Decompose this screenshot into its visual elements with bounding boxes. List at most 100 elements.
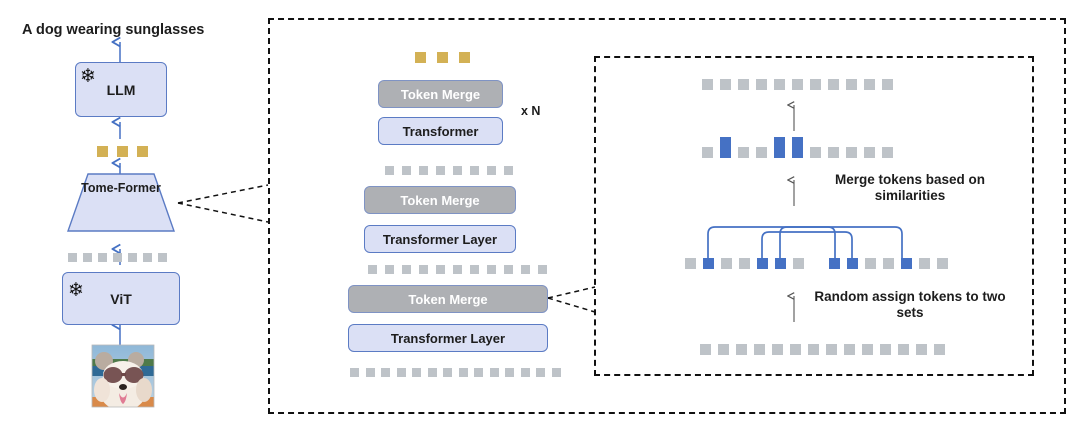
token-selected [901, 258, 912, 269]
note-random-assign: Random assign tokens to two sets [814, 289, 1006, 321]
token-row-middle-8 [385, 166, 513, 175]
token [520, 368, 530, 377]
token [864, 79, 875, 90]
token [810, 147, 821, 158]
token [882, 147, 893, 158]
token [368, 265, 377, 274]
token [846, 79, 857, 90]
token [919, 258, 930, 269]
token [489, 368, 499, 377]
snowflake-icon: ❄ [80, 66, 96, 87]
token [826, 344, 837, 355]
block-transformer-1[interactable]: Transformer Layer [348, 324, 548, 352]
token-merged [720, 137, 731, 158]
token [350, 368, 359, 377]
block-vit[interactable]: ViT [62, 272, 180, 325]
block-label: Transformer Layer [390, 330, 506, 346]
token [828, 79, 839, 90]
token-row-middle-11 [368, 265, 547, 274]
token [808, 344, 819, 355]
token [402, 265, 411, 274]
block-transformer-3[interactable]: Transformer [378, 117, 503, 145]
token [385, 166, 394, 175]
token [702, 147, 713, 158]
token-row-set-b [829, 258, 948, 269]
token [720, 79, 731, 90]
token [864, 147, 875, 158]
snowflake-icon: ❄ [68, 280, 84, 301]
token [402, 166, 411, 175]
token [538, 265, 547, 274]
token [504, 166, 513, 175]
token [756, 79, 767, 90]
block-llm[interactable]: LLM [75, 62, 167, 117]
token [128, 253, 137, 262]
token [427, 368, 437, 377]
token-selected [847, 258, 858, 269]
token-row-middle-top [415, 52, 470, 63]
token [738, 79, 749, 90]
token [98, 253, 107, 262]
token [739, 258, 750, 269]
token [772, 344, 783, 355]
token [487, 265, 496, 274]
block-token-merge-1[interactable]: Token Merge [348, 285, 548, 313]
repeat-count-label: x N [521, 104, 541, 118]
token [810, 79, 821, 90]
token [790, 344, 801, 355]
token [385, 265, 394, 274]
token [436, 166, 445, 175]
token [459, 52, 470, 63]
token [458, 368, 468, 377]
token [158, 253, 167, 262]
token [882, 79, 893, 90]
token [381, 368, 390, 377]
token [419, 265, 428, 274]
token [738, 147, 749, 158]
token [97, 146, 108, 157]
token [117, 146, 128, 157]
note-merge-tokens: Merge tokens based on similarities [834, 172, 986, 204]
token-selected [829, 258, 840, 269]
input-image-dog-sunglasses [91, 344, 155, 408]
token [880, 344, 891, 355]
token [437, 52, 448, 63]
token [396, 368, 406, 377]
token [721, 258, 732, 269]
token [844, 344, 855, 355]
token [453, 166, 462, 175]
token [68, 253, 77, 262]
token [937, 258, 948, 269]
token-merged [774, 137, 785, 158]
detail-panel-outer [268, 18, 1066, 414]
block-transformer-2[interactable]: Transformer Layer [364, 225, 516, 253]
token [862, 344, 873, 355]
token [551, 368, 561, 377]
block-tomeformer[interactable] [67, 173, 175, 232]
detail-panel-inner [594, 56, 1034, 376]
token [793, 258, 804, 269]
token-selected [775, 258, 786, 269]
token [505, 368, 514, 377]
token-row-llm-input [97, 146, 148, 157]
token [736, 344, 747, 355]
token [521, 265, 530, 274]
block-label: Transformer [402, 123, 479, 139]
token-row-merged [702, 136, 893, 158]
output-caption: A dog wearing sunglasses [22, 22, 205, 38]
token [718, 344, 729, 355]
block-label: Token Merge [400, 192, 480, 208]
block-token-merge-3[interactable]: Token Merge [378, 80, 503, 108]
token [774, 79, 785, 90]
token [453, 265, 462, 274]
token [470, 166, 479, 175]
block-label: Token Merge [400, 86, 481, 102]
token [846, 147, 857, 158]
token [934, 344, 945, 355]
token [412, 368, 421, 377]
block-llm-label: LLM [106, 81, 136, 98]
block-token-merge-2[interactable]: Token Merge [364, 186, 516, 214]
token [754, 344, 765, 355]
token [916, 344, 927, 355]
token [415, 52, 426, 63]
